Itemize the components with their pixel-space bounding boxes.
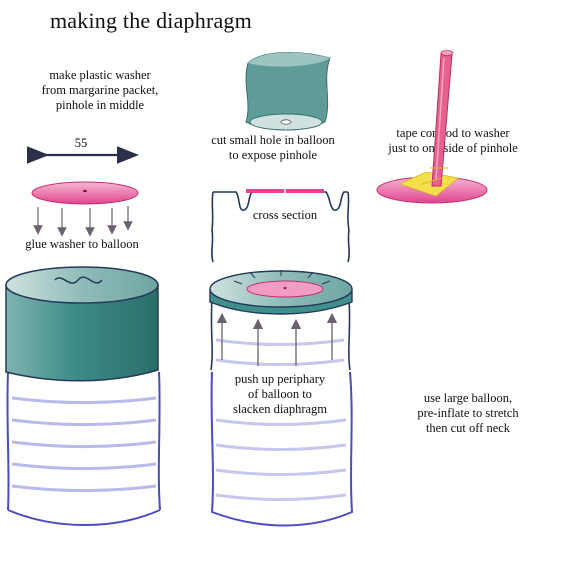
label-large-balloon: use large balloon, pre-inflate to stretc… <box>417 391 519 435</box>
label-glue-washer: glue washer to balloon <box>25 237 139 251</box>
can-with-balloon <box>5 266 161 526</box>
plastic-washer <box>31 181 139 205</box>
label-cut-hole: cut small hole in balloon to expose pinh… <box>211 133 335 162</box>
label-make-washer: make plastic washer from margarine packe… <box>41 68 159 112</box>
can-push-up-assembly <box>209 270 354 527</box>
glue-arrows <box>33 206 133 237</box>
balloon-with-hole <box>245 52 331 131</box>
con-rod-on-washer <box>376 50 488 204</box>
label-tape-rod: tape con rod to washer just to one side … <box>388 126 518 155</box>
label-push-up: push up periphary of balloon to slacken … <box>232 372 328 416</box>
diagram-title: making the diaphragm <box>50 8 252 33</box>
cross-section-diagram <box>211 189 350 263</box>
label-cross-section: cross section <box>252 208 318 222</box>
